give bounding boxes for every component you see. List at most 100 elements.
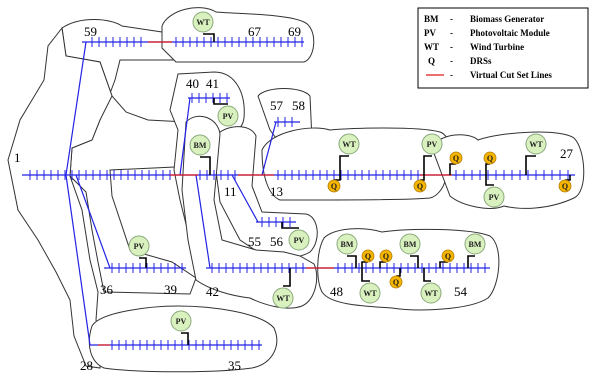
- legend-sep-cut: -: [450, 70, 453, 80]
- legend-sep-wt: -: [450, 42, 453, 52]
- device-label: BM: [404, 240, 417, 249]
- device-wt-z3b: WT: [420, 282, 442, 304]
- drs-label: Q: [365, 252, 371, 261]
- drs-label: Q: [383, 252, 389, 261]
- device-lead: [203, 33, 215, 42]
- bus-label-11: 11: [224, 184, 237, 199]
- device-wt-z3a: WT: [359, 282, 381, 304]
- bus-label-27: 27: [560, 146, 574, 161]
- device-circle: [288, 229, 310, 251]
- bus-labels: 1 59 67 69 40 41 57 58 11 13 27 55 56 36…: [14, 24, 574, 373]
- device-lead: [525, 155, 536, 175]
- bus-label-54: 54: [454, 284, 468, 299]
- legend-abbr-bm: BM: [424, 14, 439, 24]
- device-circle: [421, 133, 443, 155]
- drs-marker: Q: [379, 249, 393, 263]
- legend-desc-cut: Virtual Cut Set Lines: [470, 70, 552, 80]
- drs-circle: [413, 179, 427, 193]
- legend-sep-q: -: [450, 56, 453, 66]
- drs-marker: Q: [483, 151, 497, 165]
- bus-label-69: 69: [288, 24, 301, 39]
- drs-circle: [483, 151, 497, 165]
- legend-desc-bm: Biomass Generator: [470, 14, 544, 24]
- drs-circle: [379, 249, 393, 263]
- device-circle: [483, 186, 505, 208]
- device-circle: [420, 282, 442, 304]
- bus-label-57: 57: [270, 98, 284, 113]
- device-lead: [200, 156, 211, 175]
- device-label: WT: [424, 289, 438, 298]
- bus-ticks: [29, 37, 569, 350]
- drs-marker: Q: [413, 179, 427, 193]
- device-pv-28: PV: [170, 310, 192, 332]
- device-circle: [170, 310, 192, 332]
- drs-circle: [389, 275, 403, 289]
- drs-marker: Q: [449, 151, 463, 165]
- drs-label: Q: [453, 154, 459, 163]
- device-label: WT: [276, 294, 290, 303]
- trunk-36: [75, 174, 111, 269]
- device-lead: [139, 257, 147, 268]
- device-label: PV: [223, 112, 234, 121]
- device-wt-top: WT: [192, 11, 214, 33]
- trunk-57: [261, 121, 277, 176]
- device-pv-36: PV: [128, 235, 150, 257]
- device-label: WT: [196, 18, 210, 27]
- device-wt-z2: WT: [525, 133, 547, 155]
- device-circle: [128, 235, 150, 257]
- device-label: PV: [294, 236, 305, 245]
- legend-item-pv: PV - Photovoltaic Module: [424, 28, 550, 38]
- device-lead: [339, 155, 349, 175]
- device-bm-40: BM: [189, 134, 211, 156]
- device-circle: [217, 105, 239, 127]
- zone-28-35: [88, 305, 278, 373]
- legend-abbr-wt: WT: [424, 42, 439, 52]
- drs-marker: Q: [558, 179, 572, 193]
- device-lead: [485, 175, 494, 186]
- drs-marker: Q: [441, 249, 455, 263]
- bus-label-67: 67: [248, 24, 262, 39]
- bus-label-48: 48: [330, 284, 343, 299]
- trunk-55: [231, 174, 259, 223]
- device-circle: [464, 233, 486, 255]
- device-leads: [139, 33, 571, 345]
- device-lead: [213, 98, 228, 105]
- drs-marker: Q: [327, 179, 341, 193]
- trunk-42: [195, 174, 211, 269]
- legend-desc-q: DRSs: [470, 56, 492, 66]
- drs-circle: [327, 179, 341, 193]
- drs-label: Q: [331, 182, 337, 191]
- device-label: BM: [194, 141, 207, 150]
- bus-label-28: 28: [80, 358, 93, 373]
- device-lead: [347, 255, 357, 268]
- drs-label: Q: [445, 252, 451, 261]
- device-lead: [281, 222, 299, 229]
- bus-label-1: 1: [14, 150, 21, 165]
- device-label: PV: [134, 242, 145, 251]
- legend-desc-pv: Photovoltaic Module: [470, 28, 550, 38]
- drs-circle: [449, 151, 463, 165]
- trunk-59: [65, 41, 87, 176]
- device-bm-z3c: BM: [464, 233, 486, 255]
- bus-label-42: 42: [206, 284, 219, 299]
- drs-label: Q: [393, 278, 399, 287]
- bus-label-55: 55: [248, 234, 261, 249]
- bus-label-59: 59: [84, 24, 97, 39]
- device-circle: [338, 133, 360, 155]
- device-label: PV: [176, 317, 187, 326]
- legend-sep-pv: -: [450, 28, 453, 38]
- legend-abbr-q: Q: [428, 56, 435, 66]
- bus-label-39: 39: [164, 282, 177, 297]
- drs-circle: [441, 249, 455, 263]
- drs-circle: [558, 179, 572, 193]
- device-circle: [525, 133, 547, 155]
- bus-label-35: 35: [228, 358, 241, 373]
- device-lead: [410, 255, 419, 268]
- drs-label: Q: [487, 154, 493, 163]
- device-lead: [283, 268, 291, 287]
- drs-marker: Q: [361, 249, 375, 263]
- legend-abbr-pv: PV: [424, 28, 436, 38]
- device-circle: [272, 287, 294, 309]
- device-circle: [189, 134, 211, 156]
- legend-item-q: Q - DRSs: [428, 56, 492, 66]
